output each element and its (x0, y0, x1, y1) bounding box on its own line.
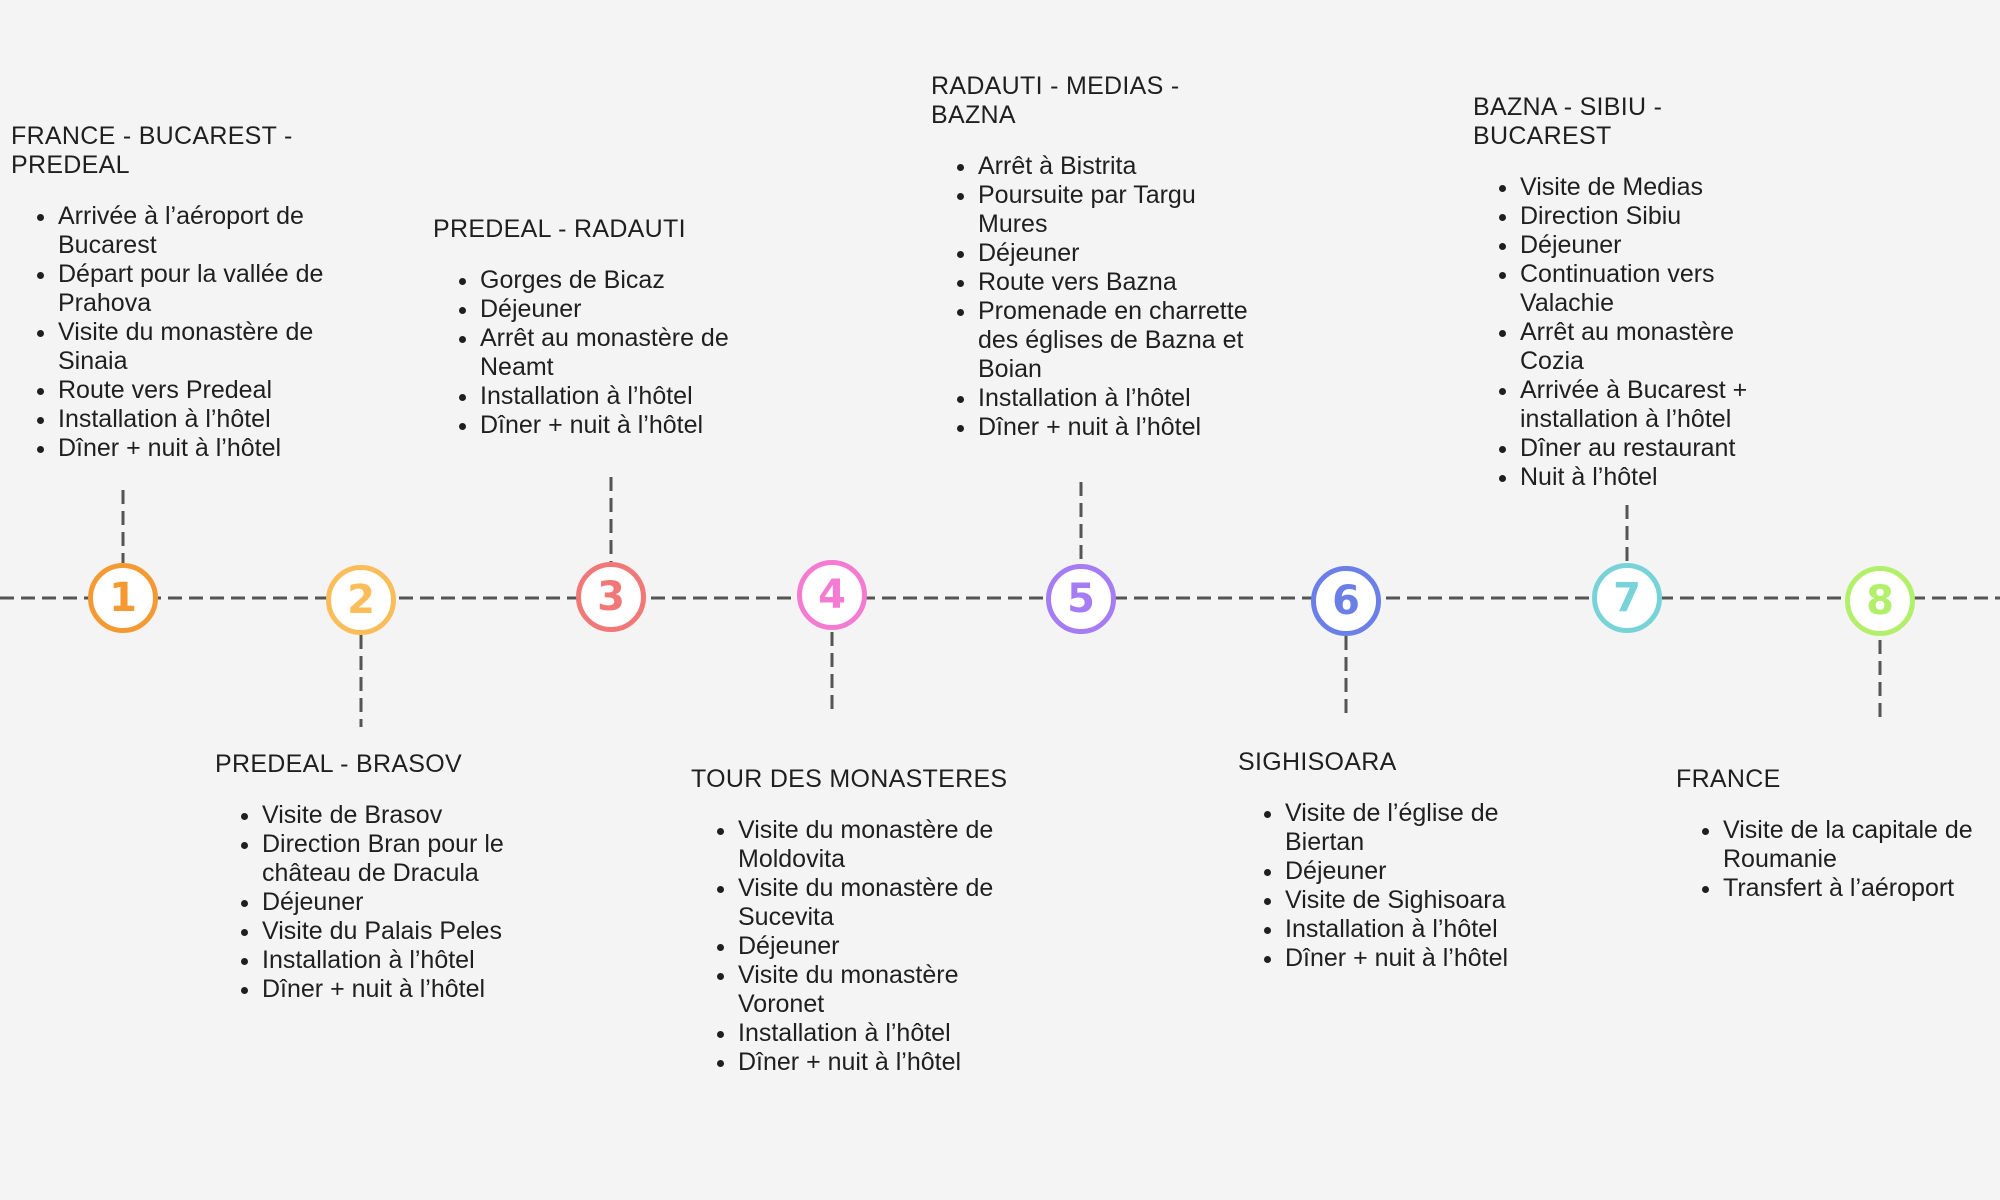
list-item: Dîner + nuit à l’hôtel (978, 413, 1271, 442)
list-item: Déjeuner (978, 239, 1271, 268)
list-item: Arrêt au monastère de Neamt (480, 324, 773, 382)
list-item: Visite de Sighisoara (1285, 886, 1568, 915)
list-item: Promenade en charrette des églises de Ba… (978, 297, 1271, 384)
step-1-details: FRANCE - BUCAREST - PREDEAL Arrivée à l’a… (11, 122, 341, 463)
step-8-circle: 8 (1845, 566, 1915, 636)
step-number: 1 (109, 575, 137, 621)
list-item: Déjeuner (262, 888, 555, 917)
step-2-circle: 2 (326, 565, 396, 635)
list-item: Visite du monastère de Sinaia (58, 318, 341, 376)
step-4-details: TOUR DES MONASTERES Visite du monastère d… (691, 765, 1041, 1077)
step-6-details: SIGHISOARAVisite de l’église de BiertanD… (1238, 748, 1568, 973)
step-activity-list: Arrivée à l’aéroport de BucarestDépart p… (11, 202, 341, 463)
list-item: Déjeuner (1520, 231, 1803, 260)
list-item: Route vers Bazna (978, 268, 1271, 297)
step-number: 3 (597, 574, 625, 620)
step-activity-list: Visite du monastère de MoldovitaVisite d… (691, 816, 1041, 1077)
list-item: Déjeuner (738, 932, 1041, 961)
step-title: FRANCE - BUCAREST - PREDEAL (11, 122, 293, 179)
step-activity-list: Visite de MediasDirection SibiuDéjeunerC… (1473, 173, 1803, 492)
list-item: Poursuite par Targu Mures (978, 181, 1271, 239)
list-item: Déjeuner (480, 295, 773, 324)
step-number: 7 (1613, 575, 1641, 621)
list-item: Visite de l’église de Biertan (1285, 799, 1568, 857)
list-item: Dîner + nuit à l’hôtel (738, 1048, 1041, 1077)
list-item: Installation à l’hôtel (480, 382, 773, 411)
step-activity-list: Visite de la capitale de RoumanieTransfe… (1676, 816, 2000, 903)
step-activity-list: Visite de BrasovDirection Bran pour le c… (215, 801, 555, 1004)
list-item: Installation à l’hôtel (738, 1019, 1041, 1048)
step-title: BAZNA - SIBIU - BUCAREST (1473, 93, 1663, 150)
step-number: 8 (1866, 578, 1894, 624)
list-item: Dîner au restaurant (1520, 434, 1803, 463)
list-item: Visite du monastère de Sucevita (738, 874, 1041, 932)
step-title: SIGHISOARA (1238, 748, 1397, 776)
step-5-details: RADAUTI - MEDIAS - BAZNA Arrêt à Bistrita… (931, 72, 1271, 442)
list-item: Visite du Palais Peles (262, 917, 555, 946)
list-item: Arrêt à Bistrita (978, 152, 1271, 181)
step-4-circle: 4 (797, 560, 867, 630)
step-8-details: FRANCE Visite de la capitale de RoumanieT… (1676, 765, 2000, 903)
step-7-details: BAZNA - SIBIU - BUCAREST Visite de Medias… (1473, 93, 1803, 492)
list-item: Visite du monastère de Moldovita (738, 816, 1041, 874)
list-item: Installation à l’hôtel (978, 384, 1271, 413)
step-title: PREDEAL - BRASOV (215, 750, 462, 778)
list-item: Transfert à l’aéroport (1723, 874, 2000, 903)
step-number: 4 (818, 572, 846, 618)
list-item: Visite de la capitale de Roumanie (1723, 816, 2000, 874)
list-item: Installation à l’hôtel (58, 405, 341, 434)
step-1-circle: 1 (88, 563, 158, 633)
list-item: Visite du monastère Voronet (738, 961, 1041, 1019)
step-3-circle: 3 (576, 562, 646, 632)
step-title: FRANCE (1676, 765, 1781, 793)
step-number: 6 (1332, 578, 1360, 624)
list-item: Départ pour la vallée de Prahova (58, 260, 341, 318)
list-item: Dîner + nuit à l’hôtel (58, 434, 341, 463)
step-6-circle: 6 (1311, 566, 1381, 636)
step-number: 2 (347, 577, 375, 623)
step-title: PREDEAL - RADAUTI (433, 215, 686, 243)
step-title: RADAUTI - MEDIAS - BAZNA (931, 72, 1180, 129)
list-item: Dîner + nuit à l’hôtel (1285, 944, 1568, 973)
list-item: Continuation vers Valachie (1520, 260, 1803, 318)
list-item: Direction Bran pour le château de Dracul… (262, 830, 555, 888)
list-item: Nuit à l’hôtel (1520, 463, 1803, 492)
list-item: Déjeuner (1285, 857, 1568, 886)
step-2-details: PREDEAL - BRASOV Visite de BrasovDirectio… (215, 750, 555, 1004)
step-3-details: PREDEAL - RADAUTI Gorges de BicazDéjeuner… (433, 215, 773, 440)
step-5-circle: 5 (1046, 564, 1116, 634)
list-item: Route vers Predeal (58, 376, 341, 405)
list-item: Arrivée à l’aéroport de Bucarest (58, 202, 341, 260)
step-activity-list: Arrêt à BistritaPoursuite par Targu Mure… (931, 152, 1271, 442)
step-activity-list: Gorges de BicazDéjeunerArrêt au monastèr… (433, 266, 773, 440)
list-item: Installation à l’hôtel (262, 946, 555, 975)
list-item: Arrivée à Bucarest + installation à l’hô… (1520, 376, 1803, 434)
step-number: 5 (1067, 576, 1095, 622)
list-item: Visite de Brasov (262, 801, 555, 830)
list-item: Visite de Medias (1520, 173, 1803, 202)
list-item: Direction Sibiu (1520, 202, 1803, 231)
list-item: Arrêt au monastère Cozia (1520, 318, 1803, 376)
step-7-circle: 7 (1592, 563, 1662, 633)
list-item: Installation à l’hôtel (1285, 915, 1568, 944)
step-title: TOUR DES MONASTERES (691, 765, 1008, 793)
step-activity-list: Visite de l’église de BiertanDéjeunerVis… (1238, 799, 1568, 973)
list-item: Dîner + nuit à l’hôtel (480, 411, 773, 440)
list-item: Gorges de Bicaz (480, 266, 773, 295)
list-item: Dîner + nuit à l’hôtel (262, 975, 555, 1004)
